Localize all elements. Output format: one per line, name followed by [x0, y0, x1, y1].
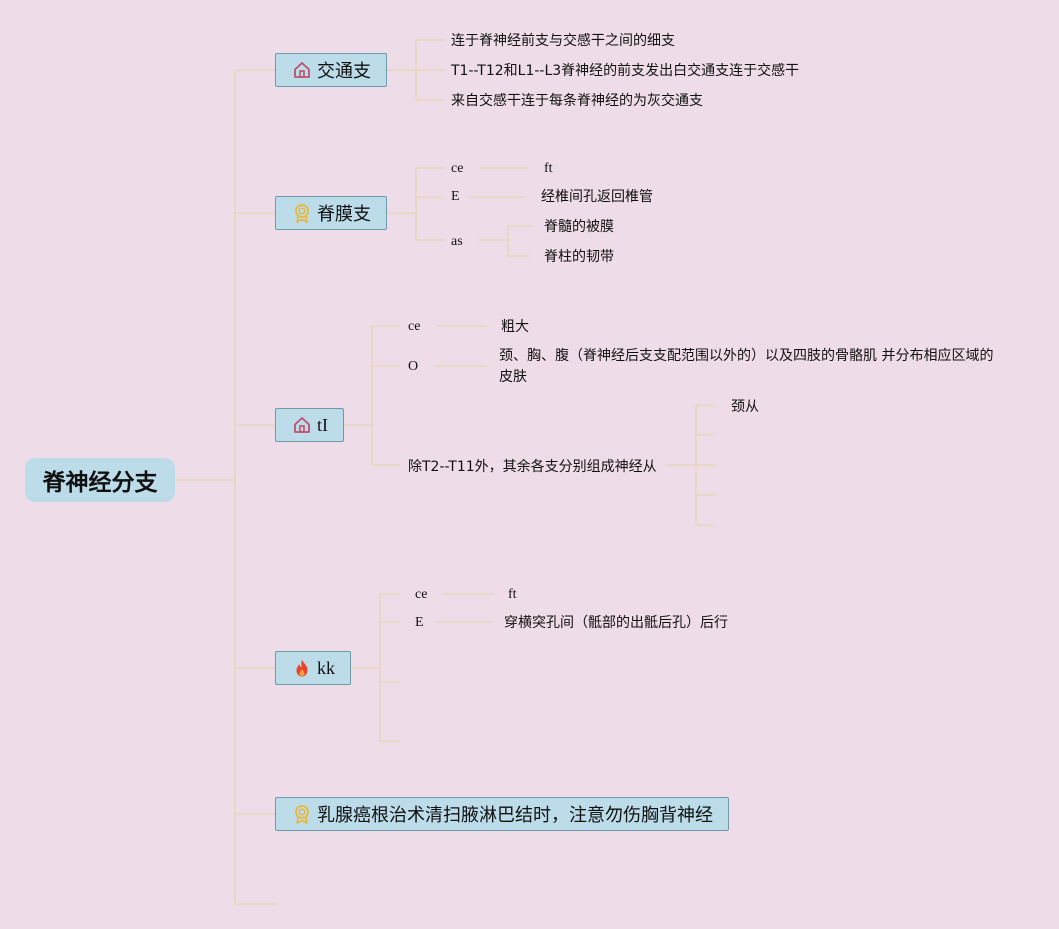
branch-label: kk: [317, 657, 335, 678]
branch-label: tI: [317, 414, 328, 435]
branch-label: 乳腺癌根治术清扫腋淋巴结时，注意勿伤胸背神经: [317, 805, 713, 826]
leaf-label: ce: [415, 587, 428, 602]
leaf-label: E: [415, 615, 424, 630]
leaf-text: ft: [544, 161, 553, 176]
leaf-text: 来自交感干连于每条脊神经的为灰交通支: [451, 93, 703, 109]
leaf-text: 连于脊神经前支与交感干之间的细支: [451, 33, 675, 49]
leaf-text: ft: [508, 587, 517, 602]
branch-node-communicating[interactable]: 交通支: [275, 53, 387, 87]
root-node[interactable]: 脊神经分支: [25, 458, 175, 502]
leaf-text: 颈从: [731, 399, 759, 415]
leaf-label: as: [451, 234, 463, 249]
leaf-text: 粗大: [501, 319, 529, 335]
house-icon: [294, 62, 310, 78]
leaf-text: 穿横突孔间（骶部的出骶后孔）后行: [504, 615, 728, 631]
branch-node-meningeal[interactable]: 脊膜支: [275, 196, 387, 230]
leaf-label: O: [408, 359, 419, 374]
fire-icon: [296, 659, 308, 677]
leaf-label: ce: [408, 319, 421, 334]
leaf-text: 经椎间孔返回椎管: [541, 189, 653, 205]
root-label: 脊神经分支: [42, 470, 158, 496]
leaf-label: E: [451, 189, 460, 204]
leaf-label: 除T2--T11外，其余各支分别组成神经从: [408, 459, 657, 475]
leaf-text: T1--T12和L1--L3脊神经的前支发出白交通支连于交感干: [451, 63, 800, 79]
leaf-label: ce: [451, 161, 464, 176]
branch-label: 脊膜支: [317, 204, 371, 225]
branch-node-ti[interactable]: tI: [275, 408, 344, 442]
house-icon: [294, 417, 310, 433]
branch-node-clinical-note[interactable]: 乳腺癌根治术清扫腋淋巴结时，注意勿伤胸背神经: [275, 797, 729, 831]
leaf-text: 脊髓的被膜: [544, 219, 614, 235]
leaf-text: 颈、胸、腹（脊神经后支支配范围以外的）以及四肢的骨骼肌 并分布相应区域的皮肤: [499, 348, 994, 385]
award-icon: [295, 204, 309, 223]
branch-label: 交通支: [317, 61, 371, 82]
branch-node-kk[interactable]: kk: [275, 651, 351, 685]
leaf-text: 脊柱的韧带: [544, 249, 614, 265]
award-icon: [295, 805, 309, 824]
